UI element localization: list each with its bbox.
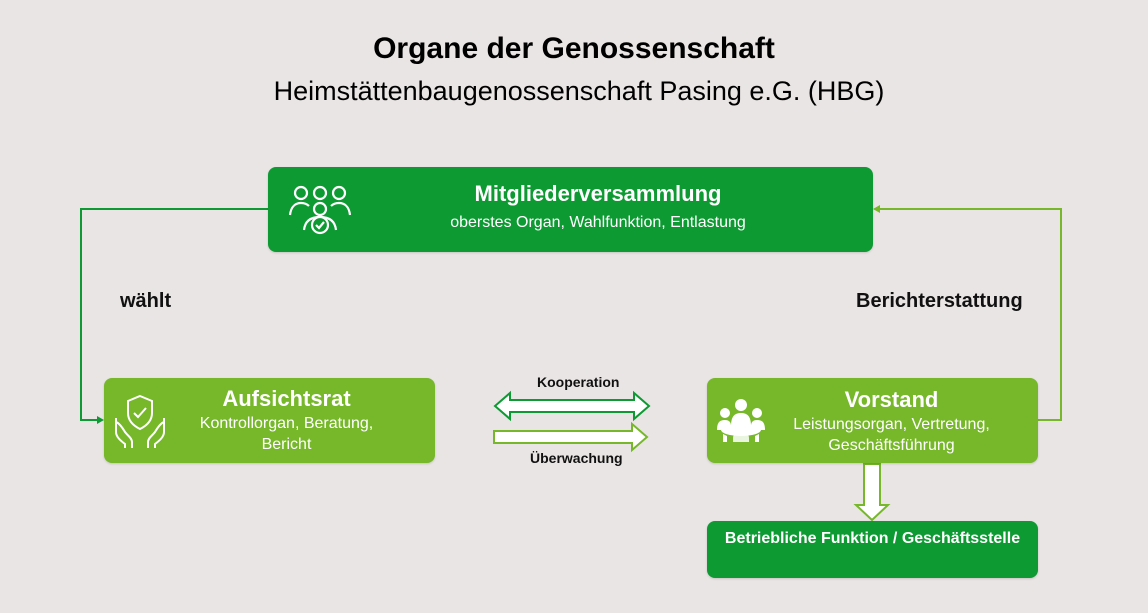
edge-label-berichterstattung: Berichterstattung — [856, 290, 1023, 312]
vorstand-title: Vorstand — [844, 387, 939, 412]
node-betriebliche-funktion: Betriebliche Funktion / Geschäftsstelle — [707, 521, 1038, 578]
mitgliederversammlung-title: Mitgliederversammlung — [474, 181, 722, 206]
shield-hands-icon — [115, 394, 165, 448]
node-aufsichtsrat: Aufsichtsrat Kontrollorgan, Beratung, Be… — [104, 378, 435, 463]
vorstand-subtitle: Leistungsorgan, Vertretung, Geschäftsfüh… — [793, 416, 990, 454]
people-check-icon — [288, 185, 352, 235]
berichterstattung-arrowhead — [873, 205, 880, 213]
diagram-title: Organe der Genossenschaft — [373, 32, 775, 65]
node-mitgliederversammlung: Mitgliederversammlung oberstes Organ, Wa… — [268, 167, 873, 252]
ueberwachung-arrow — [493, 421, 649, 453]
waehlt-connector — [80, 208, 268, 421]
down-arrow — [853, 463, 891, 522]
aufsichtsrat-subtitle: Kontrollorgan, Beratung, Bericht — [199, 415, 374, 453]
berichterstattung-connector — [878, 208, 1062, 421]
diagram-subtitle: Heimstättenbaugenossenschaft Pasing e.G.… — [273, 76, 885, 106]
aufsichtsrat-title: Aufsichtsrat — [222, 386, 351, 411]
kooperation-arrow — [493, 390, 651, 422]
node-vorstand: Vorstand Leistungsorgan, Vertretung, Ges… — [707, 378, 1038, 463]
meeting-table-icon — [717, 399, 765, 442]
edge-label-waehlt: wählt — [120, 290, 172, 312]
betriebliche-funktion-label: Betriebliche Funktion / Geschäftsstelle — [724, 530, 1021, 547]
edge-label-ueberwachung: Überwachung — [530, 450, 623, 466]
mitgliederversammlung-subtitle: oberstes Organ, Wahlfunktion, Entlastung — [450, 214, 746, 231]
edge-label-kooperation: Kooperation — [537, 374, 620, 390]
waehlt-arrowhead — [97, 416, 104, 424]
